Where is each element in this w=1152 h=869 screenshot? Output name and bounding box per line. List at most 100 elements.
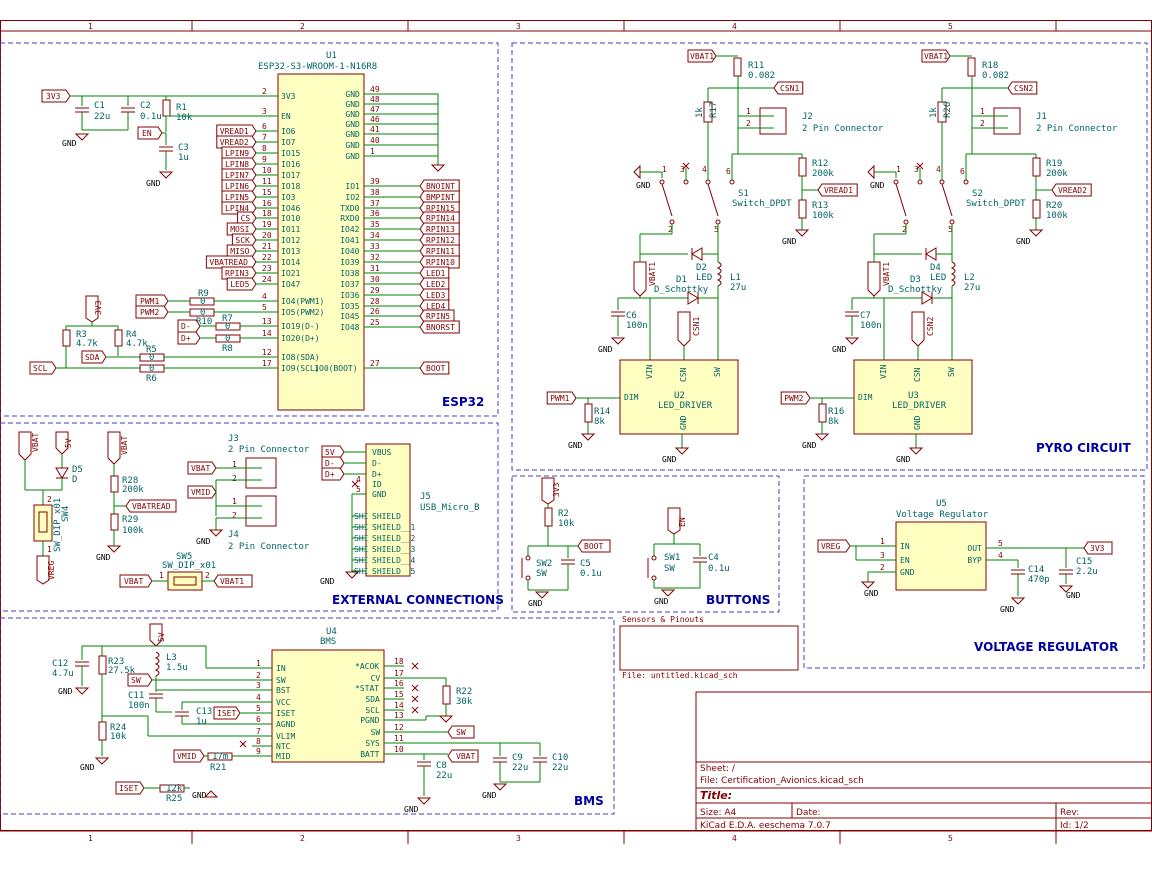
regulator-section: U5 Voltage Regulator 1IN3EN2GND5OUT4BYP … <box>817 499 1113 614</box>
j4-body[interactable] <box>245 495 277 527</box>
gnd-symbol <box>106 545 122 553</box>
pin-number: 2 <box>47 495 52 504</box>
sw4-value: SW_DIP_x01 <box>53 498 63 552</box>
u1-pin-number: 18 <box>262 209 272 218</box>
u1-pin-name: IO14 <box>281 258 300 267</box>
net-label-text: VREG <box>821 542 840 551</box>
pin-name: SW <box>713 367 722 377</box>
pyro-block-boundary <box>511 42 1148 471</box>
column-label: 3 <box>516 22 521 31</box>
r3-body[interactable] <box>62 329 71 347</box>
divider-resistor-body[interactable] <box>1032 199 1041 219</box>
schottky-body[interactable] <box>921 291 933 305</box>
schottky-body[interactable] <box>687 291 699 305</box>
net-label-text: LED4 <box>426 302 445 311</box>
pin-name: IN <box>900 542 910 551</box>
pin-number: 4 <box>256 693 261 702</box>
dim-resistor-body[interactable] <box>584 403 593 423</box>
u4-ref: U4 <box>326 627 337 637</box>
u1-pin-number: 49 <box>370 85 380 94</box>
switch-contact[interactable] <box>895 183 907 217</box>
u1-pin-number: 21 <box>262 242 272 251</box>
connector-body[interactable] <box>993 107 1021 135</box>
l3-ref: L3 <box>166 653 177 663</box>
j5-body[interactable] <box>365 443 411 577</box>
d5-body[interactable] <box>55 467 69 479</box>
u1-pin-name: IO4(PWM1) <box>281 297 324 306</box>
r24-body[interactable] <box>98 721 107 741</box>
r9-ref: R9 <box>198 289 209 299</box>
u1-pin-name: IO39 <box>340 258 359 267</box>
net-label-text: CS <box>241 214 251 223</box>
j5-value: USB_Micro_B <box>420 503 480 513</box>
gnd-label: GND <box>196 537 211 546</box>
sw5-body[interactable] <box>167 571 203 591</box>
l3-body[interactable] <box>154 651 160 677</box>
net-label-text: SCK <box>235 236 250 245</box>
u5-body[interactable] <box>895 521 987 591</box>
net-label-text: PWM2 <box>140 308 159 317</box>
shunt-resistor-body[interactable] <box>967 57 976 77</box>
r22-body[interactable] <box>442 685 451 705</box>
net-label-3v3 <box>41 89 71 103</box>
r4-body[interactable] <box>114 329 123 347</box>
led-driver-body[interactable] <box>853 359 973 435</box>
j3-body[interactable] <box>245 457 277 489</box>
pin-name: VIN <box>645 364 654 379</box>
j5-pin-name: SHIELD__2 <box>372 534 416 543</box>
ref: R20 <box>1046 201 1062 211</box>
r28-body[interactable] <box>110 475 119 493</box>
ref: L2 <box>964 273 975 283</box>
net-label-vbat <box>18 431 32 461</box>
r9-value: 0 <box>200 297 205 307</box>
connector-body[interactable] <box>759 107 787 135</box>
u1-body[interactable] <box>277 73 365 411</box>
r23-body[interactable] <box>98 655 107 675</box>
led-driver-body[interactable] <box>619 359 739 435</box>
divider-resistor-body[interactable] <box>798 199 807 219</box>
u1-pin-name: IO10 <box>281 214 300 223</box>
net-label-text: LED5 <box>230 280 249 289</box>
gnd-symbol <box>158 171 174 179</box>
led-body[interactable] <box>691 247 703 261</box>
net-label-en <box>667 507 681 535</box>
divider-resistor-body[interactable] <box>1032 157 1041 177</box>
u4-body[interactable] <box>271 649 385 763</box>
r29-body[interactable] <box>110 513 119 531</box>
switch-contact[interactable] <box>661 183 673 217</box>
u1-pin-number: 35 <box>370 220 380 229</box>
pin-name: GND <box>913 415 922 430</box>
net-label-rpin3 <box>221 266 257 280</box>
r2-body[interactable] <box>544 507 553 527</box>
j5-pin-name: VBUS <box>372 448 391 457</box>
c4-ref: C4 <box>708 553 719 563</box>
pin-number: 1 <box>662 165 667 174</box>
shield-pin-short: SHI <box>354 534 369 543</box>
buttons-section: 3V3 R2 10k BOOT SW2 SW C5 0.1u GND EN SW… <box>521 477 730 608</box>
value: D_Schottky <box>888 285 943 295</box>
r1-body[interactable] <box>162 99 171 117</box>
inductor-body[interactable] <box>950 261 956 287</box>
gnd-label: GND <box>636 181 651 190</box>
net-label-text: VREAD1 <box>220 127 249 136</box>
shield-pin-short: SHI <box>354 512 369 521</box>
net-label-vbatread <box>205 255 257 269</box>
hierarchical-sheet[interactable]: Sensors & Pinouts File: untitled.kicad_s… <box>619 615 799 680</box>
shunt-resistor-body[interactable] <box>733 57 742 77</box>
u1-pin-number: 10 <box>262 166 272 175</box>
column-label: 3 <box>516 834 521 843</box>
dim-resistor-body[interactable] <box>818 403 827 423</box>
ref: C7 <box>860 311 871 321</box>
sw4-body[interactable] <box>33 504 53 542</box>
led-body[interactable] <box>925 247 937 261</box>
inductor-body[interactable] <box>716 261 722 287</box>
pin-number: 6 <box>256 715 261 724</box>
gnd-label: GND <box>404 805 419 814</box>
net-label-text: D- <box>181 322 191 331</box>
divider-resistor-body[interactable] <box>798 157 807 177</box>
r3-value: 4.7k <box>76 339 98 349</box>
gnd-symbol <box>860 581 876 589</box>
u1-pin-number: 27 <box>370 359 380 368</box>
